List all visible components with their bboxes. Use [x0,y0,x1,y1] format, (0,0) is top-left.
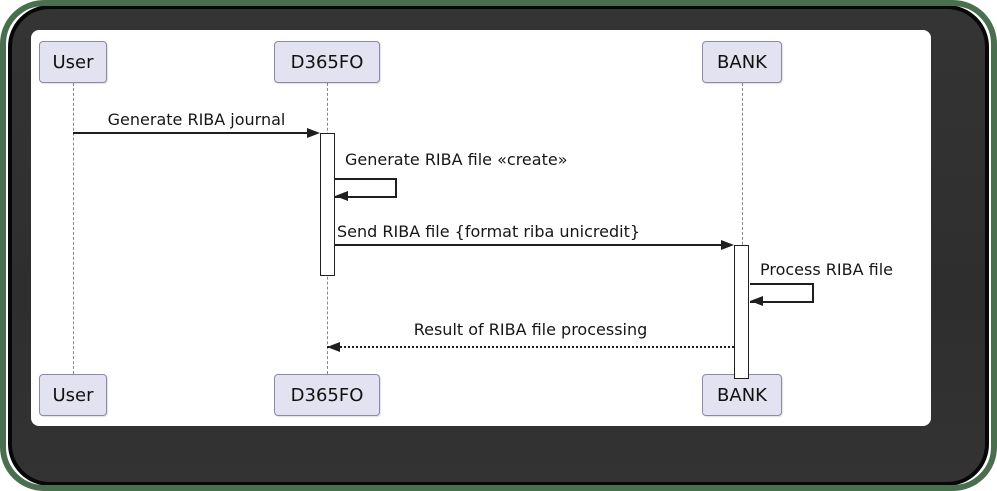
arrowhead-right-icon [307,128,320,138]
message-label-generate-riba-file: Generate RIBA file «create» [345,150,568,169]
self-loop-d365fo [335,178,397,198]
lifeline-bank [742,83,743,374]
participant-bank-top: BANK [702,41,782,83]
message-line-5 [327,346,734,348]
message-line-3 [335,244,722,246]
activation-bar-d365fo [320,133,335,276]
message-line-1 [73,132,309,134]
activation-bar-bank [734,245,749,379]
lifeline-user [73,83,74,374]
message-label-process-riba-file: Process RIBA file [760,260,893,279]
participant-d365fo-bottom: D365FO [274,374,380,416]
arrowhead-left-icon [327,342,340,352]
participant-bank-bottom: BANK [702,374,782,416]
message-label-send-riba-file: Send RIBA file {format riba unicredit} [337,222,641,241]
arrowhead-left-icon [335,191,348,201]
participant-user-bottom: User [39,374,107,416]
arrowhead-left-icon [750,296,763,306]
participant-d365fo-top: D365FO [274,41,380,83]
message-label-result-processing: Result of RIBA file processing [413,320,648,339]
self-loop-bank [750,283,814,303]
message-label-generate-riba-journal: Generate RIBA journal [107,110,286,129]
arrowhead-right-icon [721,240,734,250]
participant-user-top: User [39,41,107,83]
diagram-canvas: User D365FO BANK User D365FO BANK Genera… [31,30,931,426]
